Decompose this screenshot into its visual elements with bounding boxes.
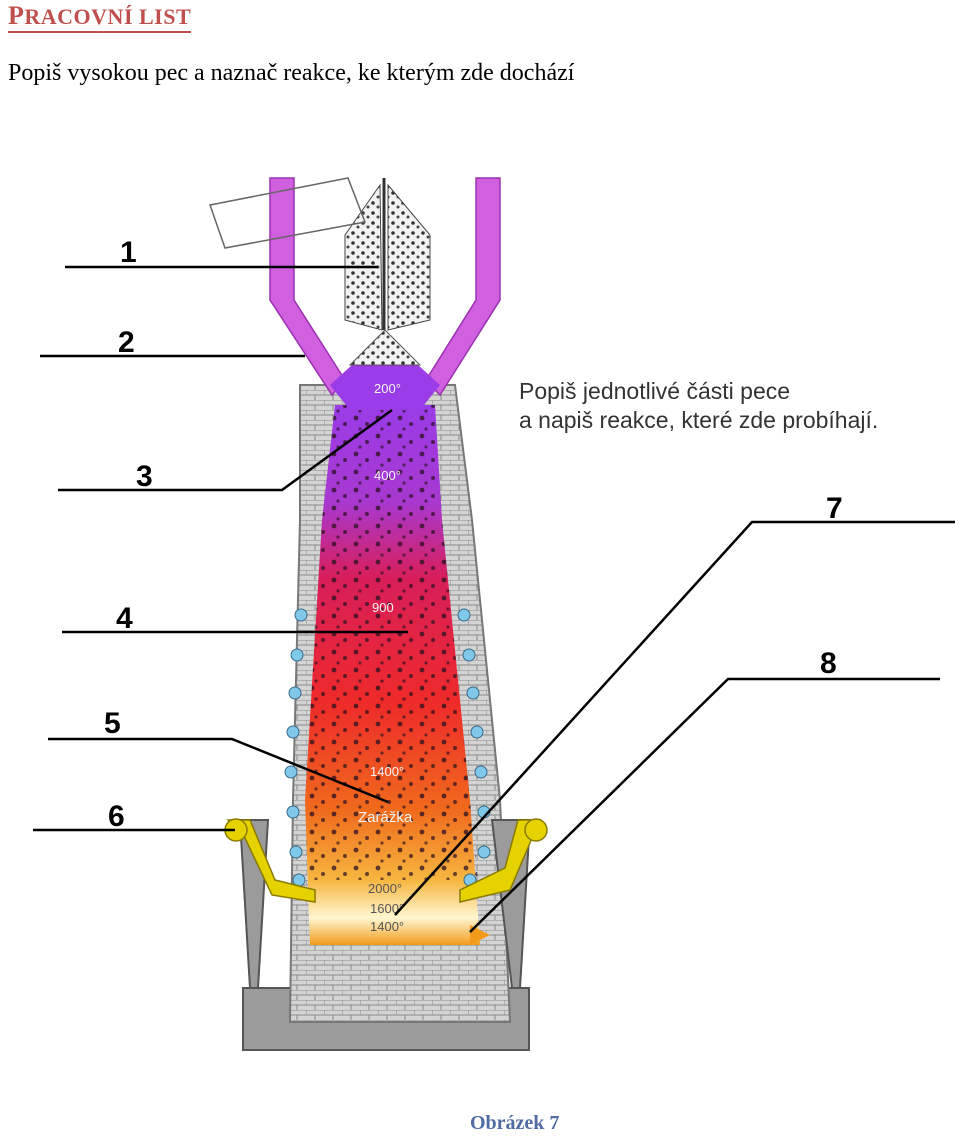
hopper-right [388,185,430,330]
temp-900: 900 [372,600,394,615]
gas-pipe-left [270,178,345,395]
label-5: 5 [104,707,121,740]
gas-pipe-right [426,178,500,395]
zone-label: Zarážka [358,809,413,826]
tuyere-ring-right [525,819,547,841]
temp-1600: 1600° [370,901,404,916]
diagram-note-line2: a napiš reakce, které zde probíhají. [519,407,878,433]
hopper-left [345,185,382,330]
label-6: 6 [108,800,125,833]
figure-caption: Obrázek 7 [470,1112,559,1135]
temp-1400-top: 1400° [370,764,404,779]
label-1: 1 [120,236,137,269]
label-8: 8 [820,647,837,680]
temp-1400-bottom: 1400° [370,919,404,934]
diagram-note-line1: Popiš jednotlivé části pece [519,378,790,404]
leader-line-8 [470,679,940,932]
label-2: 2 [118,326,135,359]
charge-pile [350,330,420,365]
label-7: 7 [826,492,843,525]
label-4: 4 [116,602,133,635]
label-3: 3 [136,460,153,493]
temp-200: 200° [374,381,401,396]
temp-400: 400° [374,468,401,483]
temp-2000: 2000° [368,881,402,896]
